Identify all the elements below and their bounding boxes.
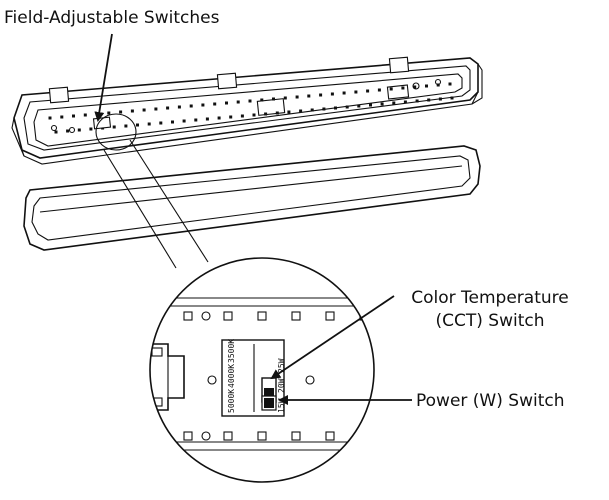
led-chip xyxy=(342,91,346,95)
led-chip xyxy=(415,99,419,103)
led-chip xyxy=(366,89,370,93)
led-chip xyxy=(319,93,323,97)
fixture-lens xyxy=(23,145,481,251)
power-option-0: 15W xyxy=(277,398,286,413)
led-chip xyxy=(427,98,431,102)
led-chip xyxy=(225,101,228,105)
magnifier-source-ring xyxy=(95,113,137,151)
led-chip xyxy=(322,107,326,111)
led-chip xyxy=(89,127,93,131)
led-chip xyxy=(264,112,268,116)
led-chip xyxy=(54,130,58,134)
led-chip xyxy=(448,82,452,86)
led-chip xyxy=(60,115,64,119)
led-chip xyxy=(392,101,396,105)
led-chip xyxy=(83,113,87,117)
led-chip xyxy=(403,100,407,104)
led-chip xyxy=(295,95,299,99)
led-chip xyxy=(283,96,287,100)
led-chip xyxy=(171,120,174,124)
power-option-1: 20W xyxy=(277,378,286,393)
led-chip xyxy=(119,110,123,114)
cct-option-0: 5000K xyxy=(227,389,236,413)
led-chip xyxy=(330,92,334,96)
led-chip xyxy=(124,124,128,128)
cct-arrow xyxy=(270,295,395,380)
led-chip xyxy=(252,113,256,117)
led-chip xyxy=(48,116,52,120)
led-chip xyxy=(310,108,314,112)
led-chip xyxy=(357,104,361,108)
led-chip xyxy=(287,110,291,114)
led-chip xyxy=(72,114,75,118)
led-chip xyxy=(380,102,384,106)
led-chip xyxy=(345,105,349,109)
fixture-housing xyxy=(11,56,483,165)
led-chip xyxy=(205,117,209,121)
led-chip xyxy=(159,121,163,125)
cct-label-line2: (CCT) Switch xyxy=(436,311,545,331)
led-chip xyxy=(154,107,158,111)
power-label: Power (W) Switch xyxy=(416,391,564,411)
led-chip xyxy=(377,88,381,92)
led-chip xyxy=(272,97,275,101)
led-chip xyxy=(369,103,372,107)
led-chip xyxy=(66,129,70,133)
led-chip xyxy=(189,104,193,108)
led-chip xyxy=(450,96,454,100)
led-chip xyxy=(112,125,116,129)
led-chip xyxy=(248,99,252,103)
detail-magnifier: 5000K 4000K 3500K 15W 20W 25W xyxy=(149,257,375,483)
cct-option-2: 3500K xyxy=(227,339,236,363)
magnifier-line-left xyxy=(129,139,209,263)
led-chip xyxy=(136,123,139,127)
led-chip xyxy=(107,111,111,115)
led-chip xyxy=(182,119,186,123)
cct-option-1: 4000K xyxy=(227,364,236,388)
led-chip xyxy=(389,87,393,91)
magnifier-line-right xyxy=(103,149,177,269)
led-chip xyxy=(201,103,205,107)
led-chip xyxy=(147,122,151,126)
led-chip xyxy=(307,94,311,98)
led-chip xyxy=(77,128,81,132)
field-switches-arrow xyxy=(94,33,113,122)
led-chip xyxy=(299,109,303,113)
led-chip xyxy=(413,85,417,89)
cct-label-line1: Color Temperature xyxy=(411,288,568,308)
led-chip xyxy=(275,111,279,115)
led-chip xyxy=(217,116,221,120)
power-option-2: 25W xyxy=(277,358,286,373)
led-chip xyxy=(334,106,337,110)
led-chip xyxy=(236,100,240,104)
led-chip xyxy=(354,90,358,94)
led-chip xyxy=(142,108,146,112)
led-chip xyxy=(401,86,405,90)
led-chip xyxy=(436,83,440,87)
led-chip xyxy=(240,114,244,118)
led-chip xyxy=(130,109,134,113)
led-rows xyxy=(48,82,454,134)
field-switches-label: Field-Adjustable Switches xyxy=(4,8,220,28)
led-chip xyxy=(177,105,181,109)
led-chip xyxy=(229,115,233,119)
led-chip xyxy=(260,98,264,102)
led-chip xyxy=(194,118,198,122)
led-chip xyxy=(438,97,442,101)
led-chip xyxy=(425,84,428,88)
led-chip xyxy=(166,106,170,110)
led-chip xyxy=(213,102,217,106)
